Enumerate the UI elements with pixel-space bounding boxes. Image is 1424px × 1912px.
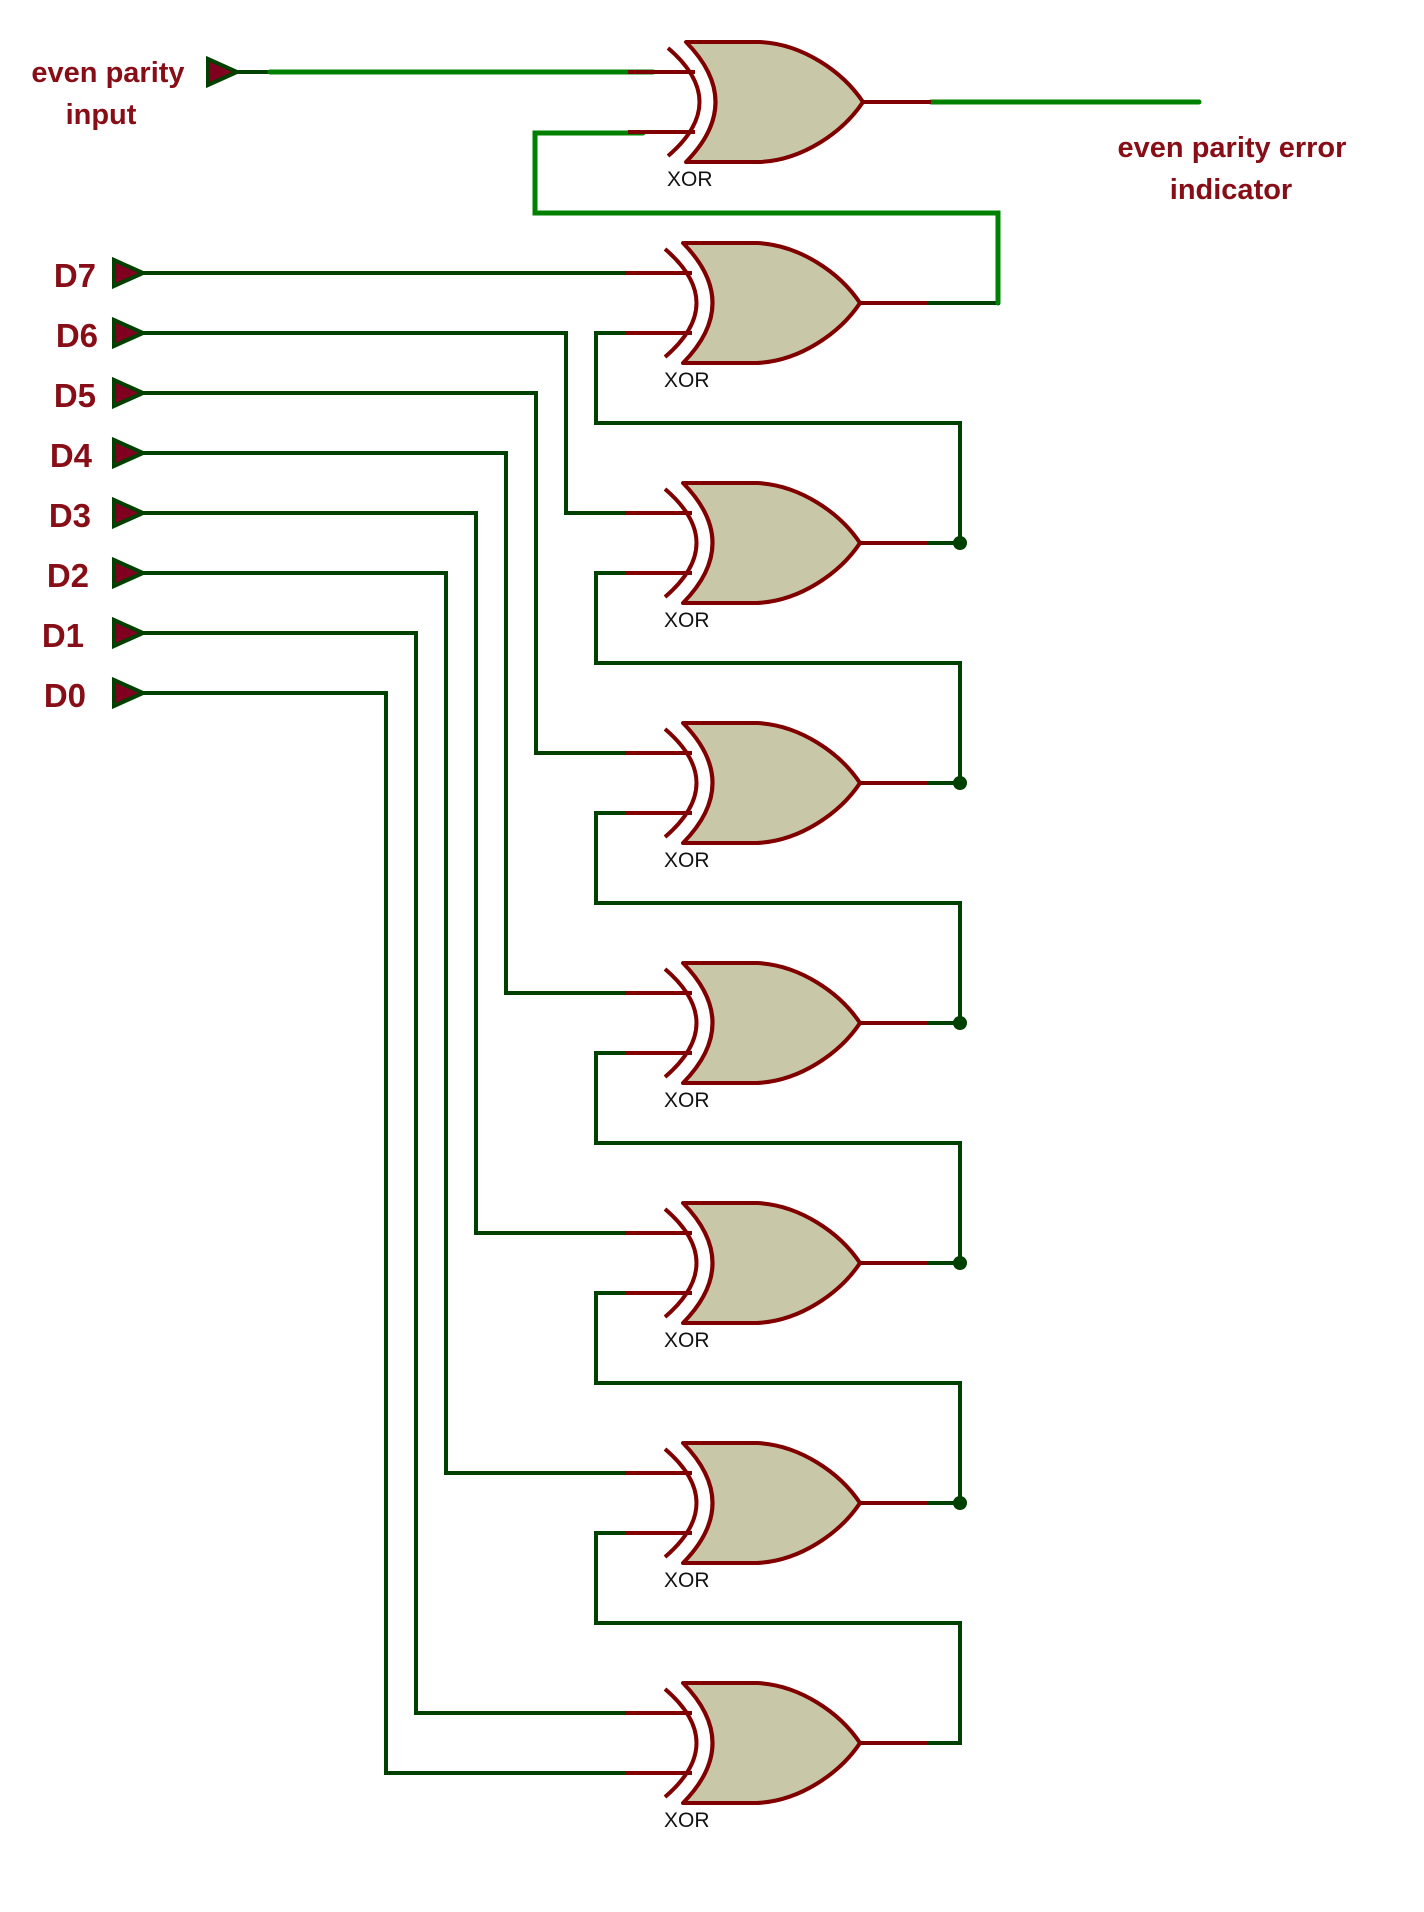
xor-gate: XOR [625,1681,928,1832]
data-input-terminal-icon [112,556,148,590]
xor-input-arc [666,46,702,158]
xor-input-arc [663,1687,699,1799]
gates-layer: XOR XOR XOR XOR XOR XOR XOR XOR [625,40,931,1832]
data-wire-d0 [141,691,627,1775]
error-indicator-label-line2: indicator [1170,174,1292,206]
data-wire-d2 [141,571,627,1475]
gate-type-label: XOR [664,849,710,872]
error-indicator-label-line1: even parity error [1118,132,1347,164]
xor-input-arc [663,1207,699,1319]
data-bit-label: D3 [49,497,91,534]
data-input-terminal-icon [112,436,148,470]
xor-gate: XOR [628,40,931,191]
wires-layer [141,69,1202,1775]
data-bit-label: D4 [50,437,93,474]
data-bit-label: D6 [56,317,98,354]
data-wire-d5 [141,391,627,755]
junction-dot-icon [953,1496,967,1510]
xor-gate-body [681,721,862,845]
labels-layer: even parity input even parity error indi… [31,57,1346,714]
gate-type-label: XOR [664,609,710,632]
data-bit-label: D5 [54,377,96,414]
data-input-terminal-icon [112,376,148,410]
data-input-terminal-icon [112,616,148,650]
xor-gate-body [681,1681,862,1805]
data-wire-d4 [141,451,627,995]
data-wire-d3 [141,511,627,1235]
gate-type-label: XOR [664,1089,710,1112]
gate-type-label: XOR [664,1569,710,1592]
xor-gate-body [684,40,865,164]
parity-input-label-line2: input [66,99,137,131]
data-input-terminal-icon [112,256,148,290]
data-input-terminal-icon [112,496,148,530]
xor-gate-body [681,1201,862,1325]
junction-dot-icon [953,1016,967,1030]
xor-gate: XOR [625,1201,928,1352]
gate-type-label: XOR [664,1809,710,1832]
gate-type-label: XOR [664,1329,710,1352]
junction-dot-icon [953,536,967,550]
xor-gate: XOR [625,1441,928,1592]
xor-gate: XOR [625,961,928,1112]
xor-input-arc [663,487,699,599]
gate-type-label: XOR [664,369,710,392]
xor-gate-body [681,481,862,605]
cascade-wire [594,1531,962,1745]
data-bit-label: D0 [44,677,86,714]
data-bit-label: D1 [42,617,84,654]
xor-gate-body [681,241,862,365]
xor-input-arc [663,727,699,839]
xor-input-arc [663,967,699,1079]
data-wire-d6 [141,331,627,515]
parity-input-terminal-icon [206,55,242,89]
xor-input-arc [663,1447,699,1559]
data-input-terminal-icon [112,676,148,710]
data-wire-d1 [141,631,627,1715]
xor-gate-body [681,1441,862,1565]
data-input-terminal-icon [112,316,148,350]
g1-to-g0-wire [532,130,1001,293]
xor-gate: XOR [625,241,928,392]
junction-dot-icon [953,1256,967,1270]
terminals-layer [112,55,242,710]
gate-type-label: XOR [667,168,713,191]
parity-input-label-line1: even parity [31,57,184,89]
data-bit-label: D7 [54,257,96,294]
data-bit-label: D2 [47,557,89,594]
xor-gate-body [681,961,862,1085]
xor-gate: XOR [625,481,928,632]
xor-gate: XOR [625,721,928,872]
xor-input-arc [663,247,699,359]
junction-dot-icon [953,776,967,790]
